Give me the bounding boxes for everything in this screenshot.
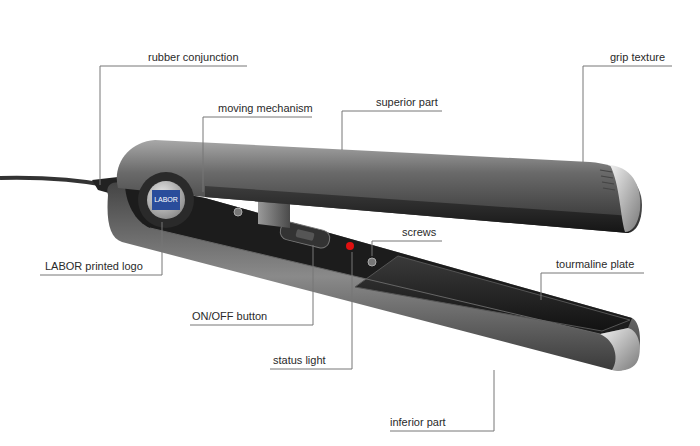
part-label: screws (402, 226, 436, 239)
leader-lines (40, 66, 672, 431)
logo-text: LABOR (152, 195, 180, 204)
part-label: superior part (376, 96, 438, 109)
part-label: moving mechanism (218, 102, 313, 115)
part-label: LABOR printed logo (45, 260, 143, 273)
part-label: ON/OFF button (192, 310, 267, 323)
part-label: status light (273, 354, 326, 367)
part-label: rubber conjunction (148, 51, 239, 64)
part-label: grip texture (610, 51, 665, 64)
part-label: inferior part (390, 416, 446, 429)
part-label: tourmaline plate (556, 258, 634, 271)
